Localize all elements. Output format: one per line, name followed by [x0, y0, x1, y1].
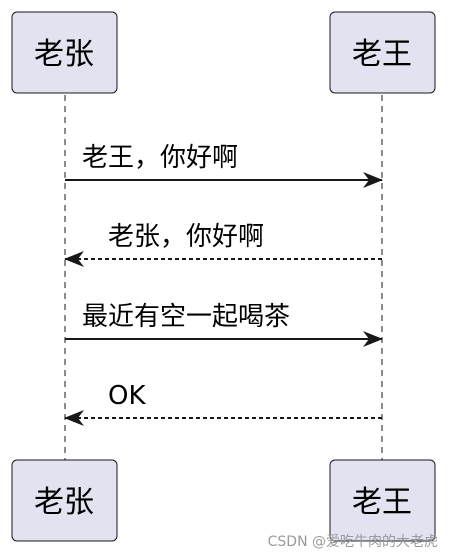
message-3: 最近有空一起喝茶: [65, 302, 383, 347]
message-1-label: 老王，你好啊: [82, 143, 238, 173]
watermark: CSDN @爱吃牛肉的大老虎: [267, 534, 438, 550]
message-4-label: OK: [108, 381, 146, 411]
actor-laozhang-top: 老张: [11, 11, 118, 94]
message-3-label: 最近有空一起喝茶: [82, 302, 290, 332]
message-4: OK: [64, 381, 382, 426]
actor-laozhang-top-label: 老张: [34, 37, 94, 72]
actor-laozhang-bottom-label: 老张: [34, 485, 94, 520]
message-2-label: 老张，你好啊: [108, 222, 264, 252]
actor-laowang-top: 老王: [329, 11, 436, 94]
actor-laowang-bottom-label: 老王: [352, 485, 412, 520]
message-2: 老张，你好啊: [64, 222, 382, 267]
actor-laozhang-bottom: 老张: [11, 459, 118, 542]
message-1: 老王，你好啊: [65, 143, 383, 188]
actor-laowang-bottom: 老王: [329, 459, 436, 542]
actor-laowang-top-label: 老王: [352, 37, 412, 72]
